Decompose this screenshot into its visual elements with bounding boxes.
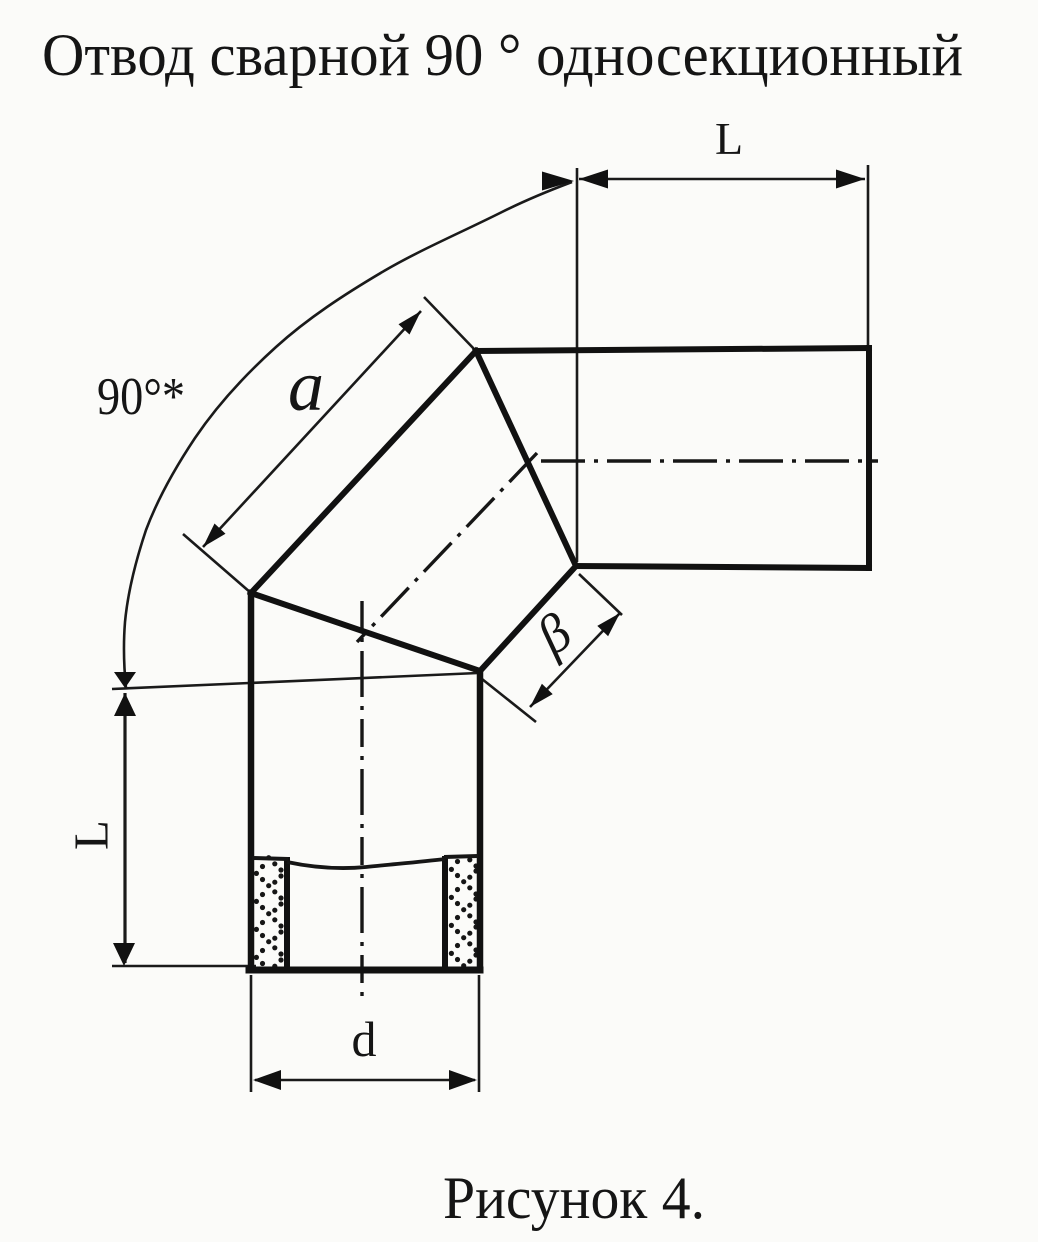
svg-text:90°*: 90°* [97,368,185,426]
svg-text:a: a [288,346,324,426]
svg-text:L: L [64,820,119,850]
svg-text:d: d [352,1011,377,1067]
svg-text:L: L [715,113,743,164]
svg-text:Отвод сварной 90 ° односекцион: Отвод сварной 90 ° односекционный [42,22,963,88]
svg-text:Рисунок 4.: Рисунок 4. [443,1165,705,1231]
